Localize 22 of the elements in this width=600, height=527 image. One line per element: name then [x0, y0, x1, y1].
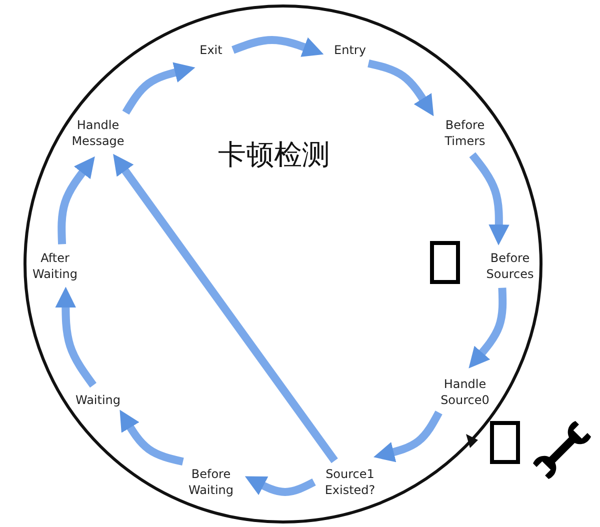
node-label: Handle Source0 — [440, 376, 490, 408]
diagram-title: 卡顿检测 — [218, 137, 330, 173]
node-label: Source1 Existed? — [324, 466, 376, 498]
node-label: Before Sources — [485, 250, 535, 282]
arrow — [244, 476, 316, 496]
arrow — [232, 36, 324, 57]
arrow — [469, 152, 510, 246]
arrow — [468, 288, 507, 368]
node-label: Entry — [334, 42, 366, 58]
node-label: Before Timers — [444, 117, 486, 149]
arrow — [374, 410, 442, 462]
node-label: Waiting — [75, 392, 121, 408]
node-label: Before Waiting — [187, 466, 235, 498]
arrow — [122, 62, 196, 115]
node-label: Handle Message — [70, 117, 126, 149]
arrow — [55, 286, 96, 388]
node-label: After Waiting — [31, 250, 79, 282]
arrow — [113, 154, 338, 464]
arrow — [368, 59, 434, 116]
arrow — [58, 156, 95, 244]
node-label: Exit — [200, 42, 222, 58]
arrow — [120, 410, 184, 466]
